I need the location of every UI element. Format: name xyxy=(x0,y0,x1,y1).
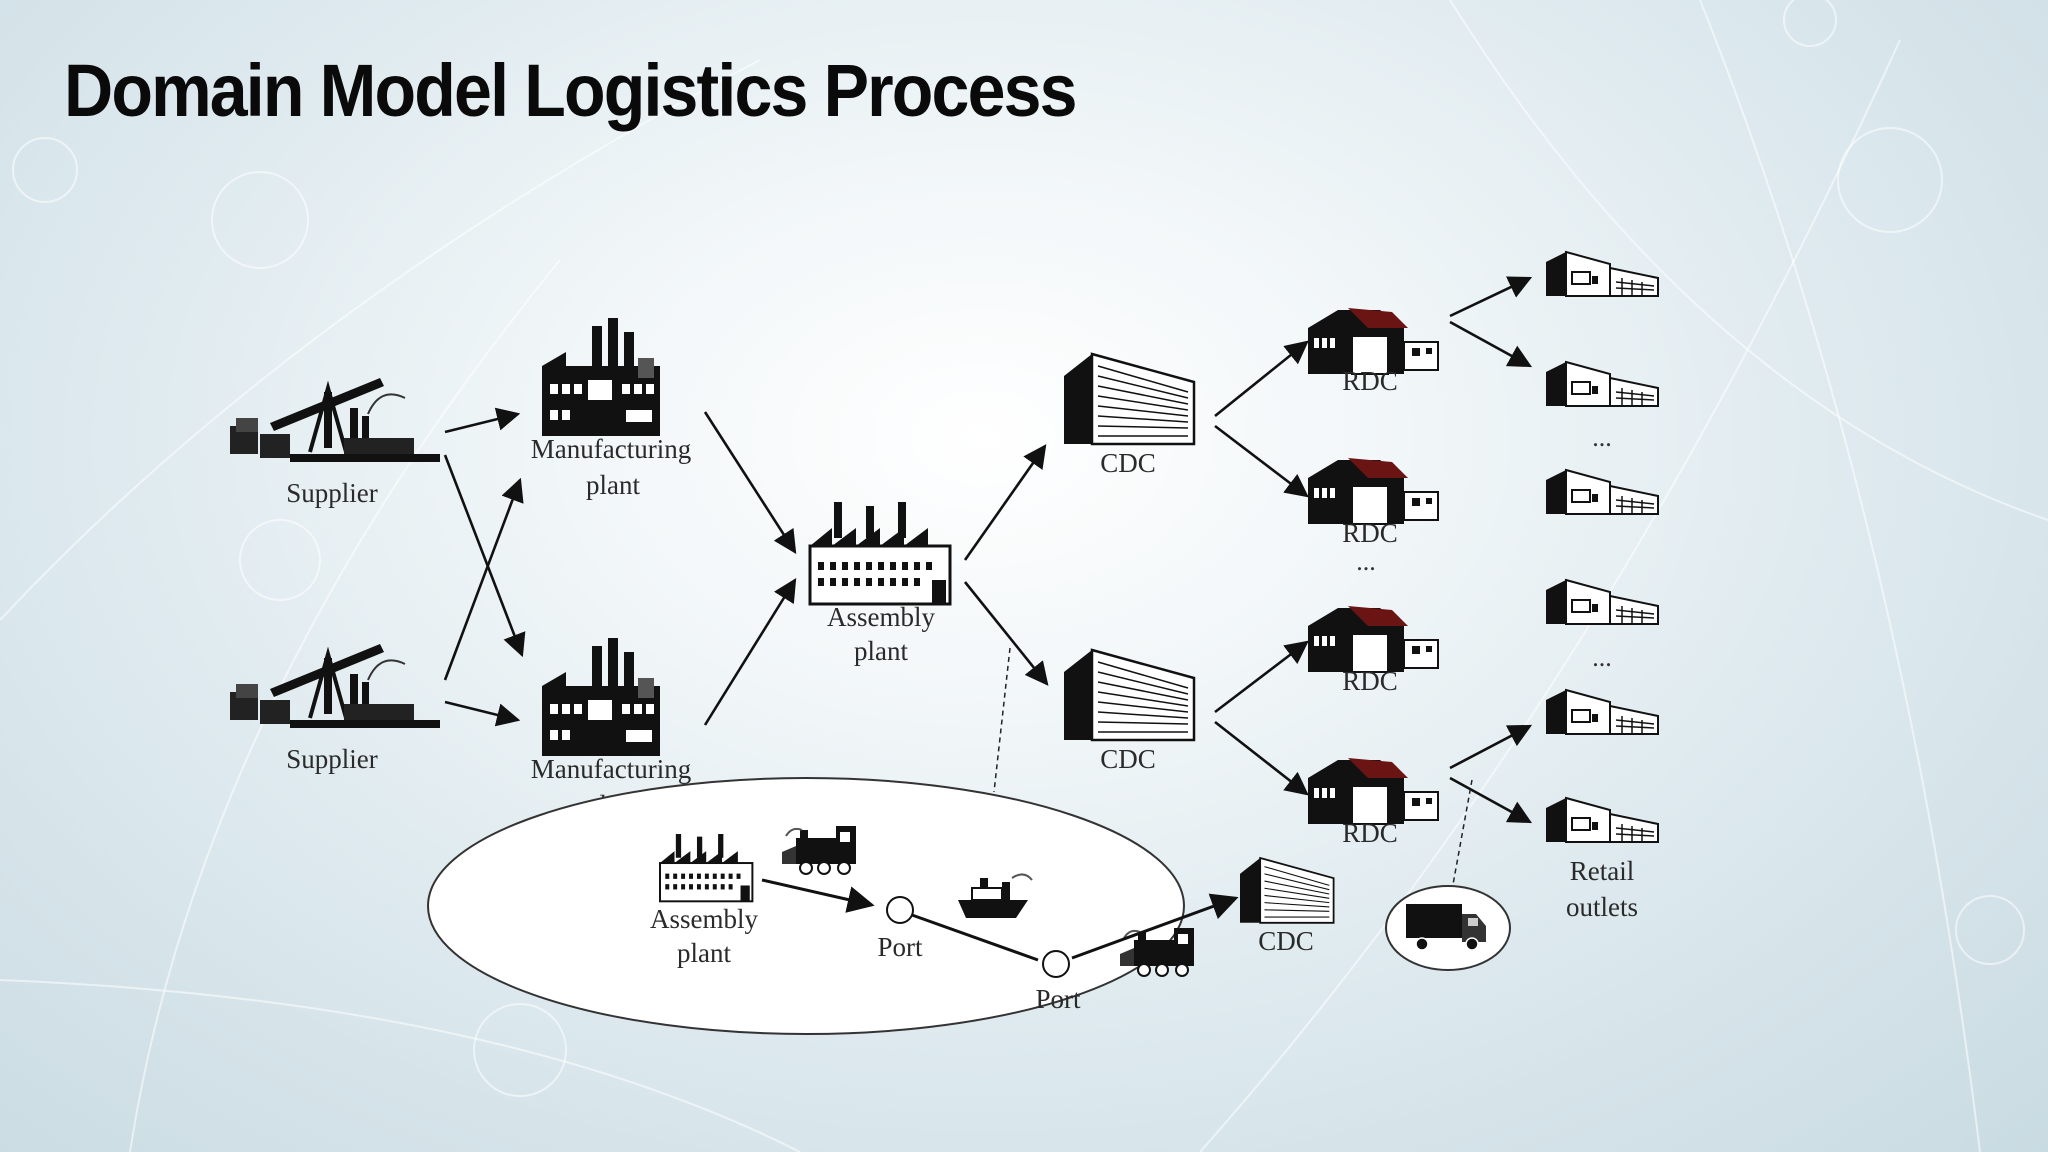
retail-store-icon xyxy=(1545,469,1659,515)
rdc-ellipsis: ... xyxy=(1356,547,1376,576)
assembly-plant-label-line2: plant xyxy=(854,636,908,666)
oil-pump-icon xyxy=(228,642,442,730)
retail-store-icon xyxy=(1545,361,1659,407)
manufacturing-plant-2-label-line1: Manufacturing xyxy=(531,754,691,784)
detail-port-1-label: Port xyxy=(877,932,923,962)
oil-pump-icon xyxy=(228,376,442,464)
retail-outlets-label-line1: Retail xyxy=(1570,856,1634,886)
cdc-1-label: CDC xyxy=(1100,448,1156,478)
transport-detail-ellipse xyxy=(427,777,1185,1035)
assembly-plant-label-line1: Assembly xyxy=(827,602,936,632)
detail-assembly-plant-label-line2: plant xyxy=(677,938,731,968)
detail-cdc-label: CDC xyxy=(1258,926,1314,956)
assembly-factory-icon xyxy=(808,500,952,606)
manufacturing-plant-1-label-line1: Manufacturing xyxy=(531,434,691,464)
retail-store-icon xyxy=(1545,251,1659,297)
retail-ellipsis-2: ... xyxy=(1592,643,1612,672)
retail-ellipsis-1: ... xyxy=(1592,423,1612,452)
cdc-2-label: CDC xyxy=(1100,744,1156,774)
rdc-1-label: RDC xyxy=(1342,366,1398,396)
distribution-center-icon xyxy=(1239,857,1335,924)
warehouse-icon xyxy=(1307,457,1439,525)
manufacturing-plant-1-label-line2: plant xyxy=(586,470,640,500)
warehouse-icon xyxy=(1307,307,1439,375)
supplier-2-label: Supplier xyxy=(286,744,378,774)
warehouse-icon xyxy=(1307,605,1439,673)
supplier-1-label: Supplier xyxy=(286,478,378,508)
detail-assembly-plant-label-line1: Assembly xyxy=(650,904,759,934)
detail-port-2-label: Port xyxy=(1035,984,1081,1014)
rdc-2-label: RDC xyxy=(1342,518,1398,548)
rdc-4-label: RDC xyxy=(1342,818,1398,848)
port-2-node xyxy=(1042,950,1070,978)
distribution-center-icon xyxy=(1062,648,1196,742)
network-arrows xyxy=(443,276,1533,824)
factory-icon xyxy=(542,638,660,756)
page-title: Domain Model Logistics Process xyxy=(64,49,1077,132)
retail-store-icon xyxy=(1545,797,1659,843)
rdc-3-label: RDC xyxy=(1342,666,1398,696)
retail-store-icon xyxy=(1545,579,1659,625)
retail-outlets-label-line2: outlets xyxy=(1566,892,1638,922)
factory-icon xyxy=(542,318,660,436)
warehouse-icon xyxy=(1307,757,1439,825)
distribution-center-icon xyxy=(1062,352,1196,446)
retail-store-icon xyxy=(1545,689,1659,735)
port-1-node xyxy=(886,896,914,924)
